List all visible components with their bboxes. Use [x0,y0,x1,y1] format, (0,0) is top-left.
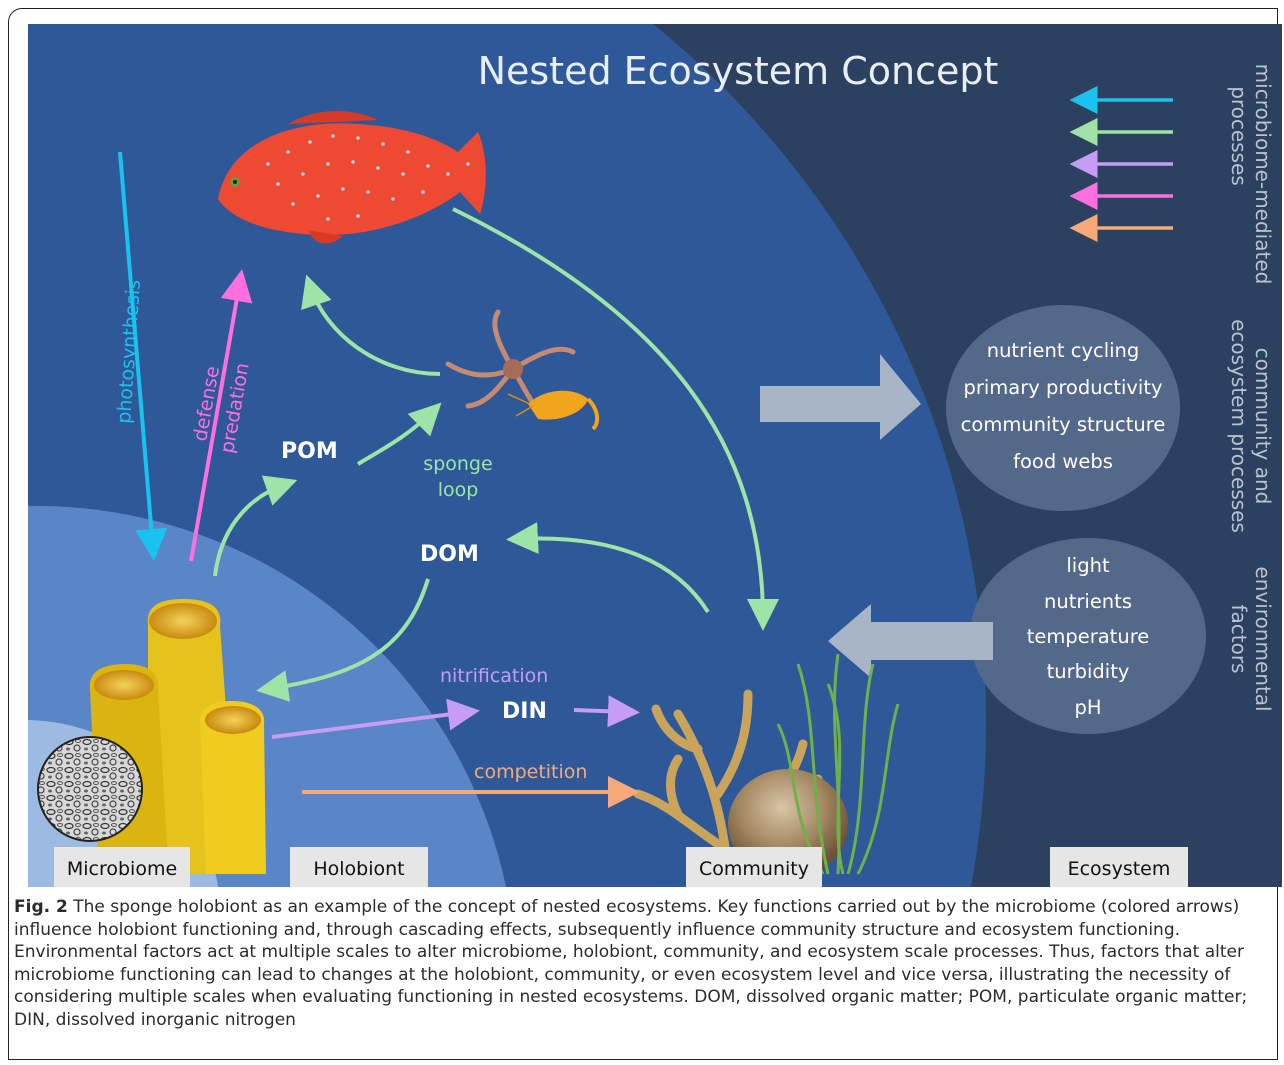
environmental-side-line-1: environmental [1251,566,1275,711]
caption-text: The sponge holobiont as an example of th… [14,897,1248,1030]
environmental-factor-item: nutrients [1044,590,1132,613]
sponge-loop-to-fish-arrow [301,274,441,376]
environmental-factors-list: light nutrients temperature turbidity pH [1027,554,1150,719]
legend-side-label: microbiome-mediated processes [1227,64,1275,285]
community-side-line-1: community and [1251,348,1275,505]
pom-label: POM [281,439,338,464]
environmental-factors-big-arrow [828,604,993,678]
din-label: DIN [502,699,547,724]
holobiont-label-box [290,847,428,887]
community-side-label: community and ecosystem processes [1227,319,1275,533]
environmental-factor-item: temperature [1027,625,1150,648]
caption-lead: Fig. 2 [14,897,68,917]
ecosystem-label-box [1050,847,1188,887]
community-scale-label: Community [699,858,809,880]
environmental-factors-ellipse [970,538,1206,734]
ecosystem-scale-label: Ecosystem [1068,858,1171,880]
sponge-loop-label-line-2: loop [438,479,479,501]
pom-arrow [213,475,298,577]
defense-predation-arrow [189,269,253,562]
community-process-item: primary productivity [963,376,1162,399]
sponge-loop-label-line-1: sponge [423,453,492,475]
legend-label-line-1: microbiome-mediated [1251,64,1275,285]
holobiont-scale-label: Holobiont [313,858,404,880]
dom-to-sponge-arrow [256,578,430,702]
nested-ecosystem-diagram: Nested Ecosystem Concept microbiome-medi… [28,24,1282,887]
fish-illustration [218,110,486,244]
community-processes-big-arrow [760,354,921,440]
community-label-box [686,847,822,887]
environmental-side-line-2: factors [1227,604,1251,673]
environmental-factor-item: turbidity [1047,660,1130,683]
nitrification-arrow [271,698,480,739]
fish-to-community-arrow [452,207,779,631]
competition-label: competition [474,761,587,783]
community-processes-ellipse [946,305,1180,511]
brittle-star-illustration [445,309,576,419]
environmental-factor-item: pH [1074,696,1101,719]
nitrification-label: nitrification [440,665,548,687]
seagrass-illustration [776,653,900,875]
legend-arrows [1069,86,1173,242]
community-process-item: nutrient cycling [987,339,1140,362]
pom-to-brittle-star-arrow [356,402,442,466]
community-to-dom-arrow [506,522,710,614]
photosynthesis-arrow [118,151,168,561]
community-side-line-2: ecosystem processes [1227,319,1251,533]
microbiome-scale-label: Microbiome [67,858,177,880]
shrimp-illustration [507,390,600,431]
figure-caption: Fig. 2 The sponge holobiont as an exampl… [14,896,1276,1032]
community-process-item: food webs [1013,450,1113,473]
diagram-title: Nested Ecosystem Concept [478,49,999,93]
environmental-factor-item: light [1066,554,1110,577]
dom-label: DOM [420,542,479,567]
community-process-item: community structure [961,413,1166,436]
microbiome-label-box [54,847,190,887]
environmental-side-label: environmental factors [1227,566,1275,711]
legend-label-line-2: processes [1227,86,1251,186]
din-to-coral-arrow [573,695,640,728]
community-processes-list: nutrient cycling primary productivity co… [961,339,1166,473]
microbiome-micrograph [37,736,143,842]
